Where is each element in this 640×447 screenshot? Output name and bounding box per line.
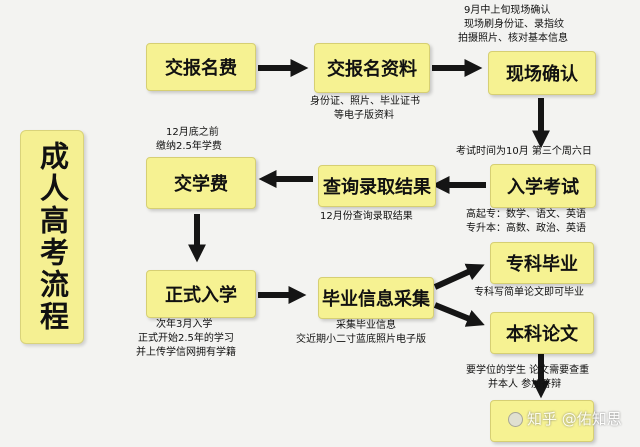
note-tuition-2: 缴纳2.5年学费 (156, 141, 222, 152)
note-exam-hs: 高起专：数学、语文、英语 (466, 209, 586, 220)
box-pay-tuition: 交学费 (146, 157, 256, 209)
note-confirm-2: 现场刷身份证、录指纹 (464, 19, 564, 30)
box-associate-grad: 专科毕业 (490, 242, 594, 284)
note-docs-2: 等电子版资料 (334, 110, 394, 121)
box-onsite-confirm: 现场确认 (488, 51, 596, 95)
note-confirm-1: 9月中上旬现场确认 (464, 5, 551, 16)
note-docs-1: 身份证、照片、毕业证书 (310, 96, 420, 107)
note-enroll-2: 正式开始2.5年的学习 (138, 333, 234, 344)
box-final-step (490, 400, 594, 442)
watermark-avatar-icon (508, 412, 523, 427)
note-exam-ub: 专升本：高数、政治、英语 (466, 223, 586, 234)
note-associate: 专科写简单论文即可毕业 (474, 287, 584, 298)
arrow-grad-to-thesis (433, 302, 485, 327)
box-entrance-exam: 入学考试 (490, 164, 596, 208)
flowchart-title: 成人高考流程 (35, 141, 70, 333)
note-grad-2: 交近期小二寸蓝底照片电子版 (296, 334, 426, 345)
box-apply-fee: 交报名费 (146, 43, 256, 91)
box-check-admission: 查询录取结果 (318, 165, 436, 207)
note-exam-time: 考试时间为10月 第三个周六日 (456, 146, 592, 157)
flowchart-title-box: 成人高考流程 (20, 130, 84, 344)
arrow-grad-to-associate (433, 263, 485, 290)
note-enroll-1: 次年3月入学 (156, 319, 213, 330)
note-tuition-1: 12月底之前 (166, 127, 219, 138)
watermark: 知乎 @佑知思 (508, 408, 622, 429)
note-thesis-1: 要学位的学生 论文需要查重 (466, 365, 590, 376)
note-grad-1: 采集毕业信息 (336, 320, 396, 331)
box-submit-docs: 交报名资料 (314, 43, 430, 93)
note-thesis-2: 并本人 参加答辩 (488, 379, 562, 390)
box-enroll: 正式入学 (146, 270, 256, 318)
box-bachelor-thesis: 本科论文 (490, 312, 594, 354)
note-enroll-3: 并上传学信网拥有学籍 (136, 347, 236, 358)
note-confirm-3: 拍摄照片、核对基本信息 (458, 33, 568, 44)
watermark-text: 知乎 @佑知思 (527, 410, 622, 428)
note-admission-query: 12月份查询录取结果 (320, 211, 413, 222)
box-grad-info: 毕业信息采集 (318, 277, 434, 319)
